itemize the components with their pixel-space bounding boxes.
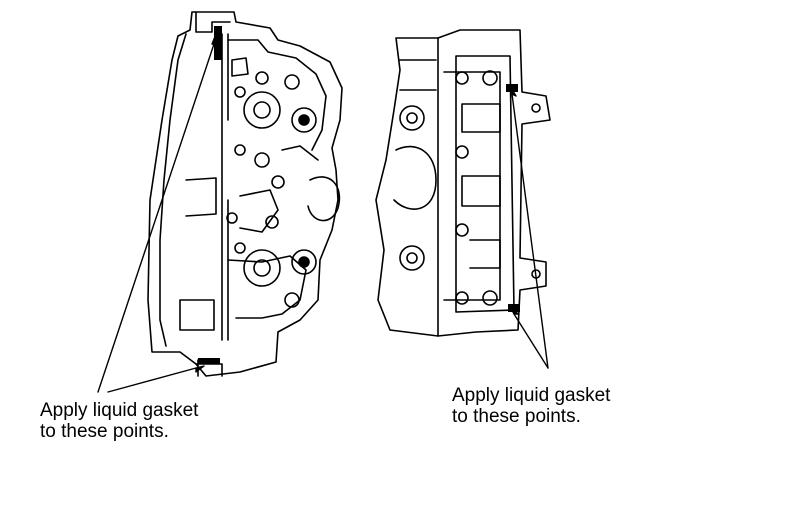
left-head-outline [147, 11, 343, 377]
left-leader-lines [97, 33, 219, 393]
callout-right-line2: to these points. [452, 406, 581, 427]
right-head-features [399, 70, 541, 312]
callout-left-line1: Apply liquid gasket [40, 400, 199, 421]
right-leader-lines [509, 85, 549, 369]
callout-right-line1: Apply liquid gasket [452, 385, 611, 406]
left-head-features [179, 26, 341, 364]
callout-right: Apply liquid gasket to these points. [452, 385, 610, 427]
callout-left: Apply liquid gasket to these points. [40, 400, 198, 442]
callout-left-line2: to these points. [40, 421, 169, 442]
